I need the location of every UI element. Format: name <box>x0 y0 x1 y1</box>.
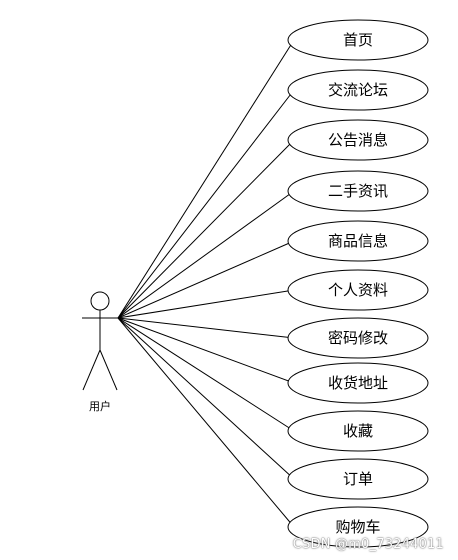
use-case: 收货地址 <box>287 362 429 404</box>
actor-label: 用户 <box>89 399 111 413</box>
use-case: 首页 <box>287 19 429 61</box>
use-case-label: 商品信息 <box>328 232 388 250</box>
association-line <box>117 317 295 432</box>
use-case-ellipse <box>287 220 429 262</box>
use-case-label: 收货地址 <box>328 374 388 392</box>
association-line <box>117 317 295 480</box>
use-case-label: 交流论坛 <box>328 81 388 99</box>
use-case-label: 公告消息 <box>328 131 388 149</box>
association-line <box>117 190 295 319</box>
use-case-ellipse <box>287 170 429 212</box>
use-case-ellipse <box>287 19 429 61</box>
use-case-label: 二手资讯 <box>328 182 388 200</box>
use-case-ellipse <box>287 119 429 161</box>
association-line <box>117 317 295 528</box>
actor-left-leg <box>82 349 101 391</box>
association-line <box>117 89 295 319</box>
actor-user: 用户 <box>82 291 118 413</box>
use-case: 收藏 <box>287 410 429 452</box>
use-case: 密码修改 <box>287 317 429 359</box>
actor-head <box>90 291 110 311</box>
use-case: 个人资料 <box>287 269 429 311</box>
association-line <box>117 39 295 319</box>
use-case-label: 密码修改 <box>328 329 388 347</box>
association-line <box>117 317 295 384</box>
use-case-label: 个人资料 <box>328 281 388 299</box>
use-case: 订单 <box>287 458 429 500</box>
use-case-ellipse <box>287 362 429 404</box>
use-case: 购物车 <box>287 506 429 548</box>
use-case-label: 首页 <box>343 31 373 49</box>
use-case-ellipse <box>287 410 429 452</box>
use-case: 交流论坛 <box>287 69 429 111</box>
use-case-ellipse <box>287 269 429 311</box>
use-case-ellipse <box>287 458 429 500</box>
association-line <box>117 289 295 319</box>
association-line <box>117 139 295 319</box>
watermark: CSDN @m0_73244011 <box>292 537 444 552</box>
use-case-label: 收藏 <box>343 422 373 440</box>
association-line <box>117 317 295 339</box>
use-case-ellipse <box>287 69 429 111</box>
use-case-label: 购物车 <box>335 518 380 536</box>
use-case: 公告消息 <box>287 119 429 161</box>
use-case-label: 订单 <box>343 470 373 488</box>
actor-right-leg <box>99 349 118 391</box>
use-case-ellipse <box>287 317 429 359</box>
association-line <box>117 240 295 319</box>
use-case: 商品信息 <box>287 220 429 262</box>
use-case-ellipse <box>287 506 429 548</box>
association-lines <box>117 39 295 528</box>
use-case: 二手资讯 <box>287 170 429 212</box>
